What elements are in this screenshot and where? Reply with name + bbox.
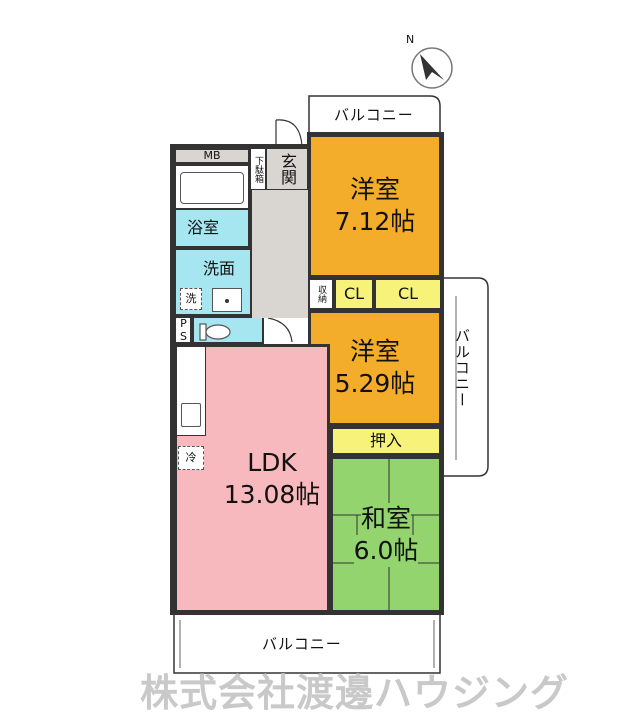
washbasin (212, 288, 242, 312)
right-balcony-outline (439, 277, 489, 477)
western-room-2-name: 洋室 (349, 337, 400, 366)
entrance: 玄関 (266, 148, 308, 190)
toilet-room (192, 316, 264, 344)
closet-1-label: CL (343, 284, 365, 303)
closet-2-label: CL (397, 284, 419, 303)
ldk-name: LDK (247, 447, 297, 477)
storage-label: 収納 (316, 285, 326, 303)
western-room-2: 洋室 5.29帖 (308, 310, 442, 426)
company-watermark: 株式会社渡邊ハウジング (140, 671, 570, 715)
closet-2: CL (374, 278, 442, 310)
shoe-storage: 下駄箱 (250, 148, 266, 190)
mb-space: MB (174, 148, 250, 164)
hall-door-swing (267, 317, 293, 343)
ps-space: PS (174, 316, 192, 344)
ldk-size: 13.08帖 (223, 479, 321, 509)
oshiire: 押入 (330, 426, 442, 456)
compass-north-label: N (406, 33, 415, 46)
shoe-storage-label: 下駄箱 (253, 155, 263, 183)
japanese-room-size: 6.0帖 (353, 534, 419, 567)
kitchen-counter (176, 346, 206, 436)
western-room-1: 洋室 7.12帖 (308, 134, 442, 278)
bathroom-label: 浴室 (186, 218, 219, 237)
compass: N (402, 34, 458, 90)
storage: 収納 (308, 278, 334, 310)
fridge-label: 冷 (185, 451, 197, 464)
western-room-1-name: 洋室 (349, 175, 400, 204)
bathtub (174, 164, 250, 210)
balcony-bottom-label: バルコニー (262, 635, 342, 653)
balcony-top-label: バルコニー (334, 106, 414, 124)
western-room-1-size: 7.12帖 (334, 207, 416, 236)
toilet-icon (199, 323, 231, 341)
fridge-space: 冷 (178, 446, 204, 470)
bathroom: 浴室 (174, 208, 250, 248)
western-room-2-size: 5.29帖 (334, 369, 416, 398)
entrance-label: 玄関 (278, 153, 297, 185)
ps-label: PS (177, 317, 190, 343)
entrance-door-swing (275, 119, 303, 147)
washer-label: 洗 (185, 292, 197, 305)
mb-label: MB (203, 149, 221, 162)
top-balcony-outline (308, 95, 441, 135)
washroom-label: 洗面 (202, 259, 235, 278)
closet-1: CL (334, 278, 374, 310)
japanese-room: 和室 6.0帖 (330, 456, 442, 613)
oshiire-label: 押入 (369, 431, 402, 450)
washing-machine-space: 洗 (180, 288, 202, 310)
balcony-right-label: バルコニー (453, 328, 471, 408)
compass-icon (411, 47, 453, 89)
japanese-room-name: 和室 (360, 502, 411, 535)
